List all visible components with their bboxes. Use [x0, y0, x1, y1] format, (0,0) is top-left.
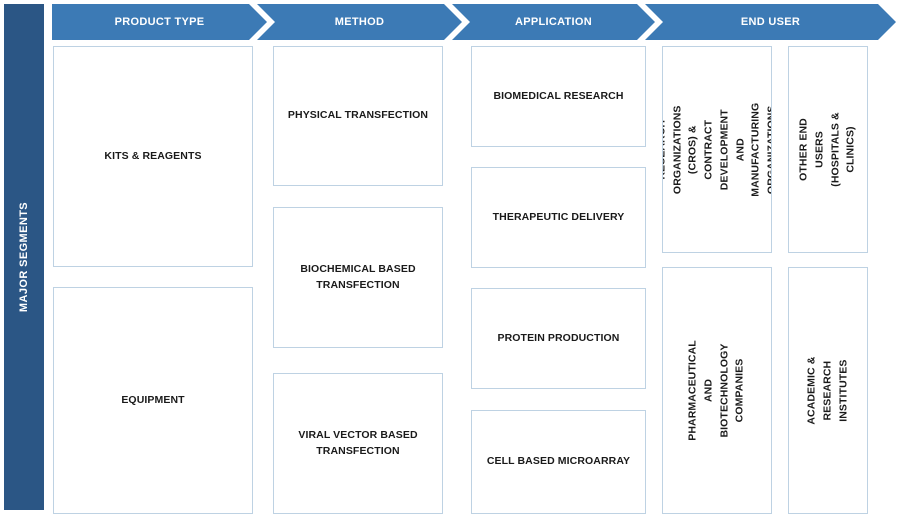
- cell-academic-and-research-institutes[interactable]: ACADEMIC & RESEARCH INSTITUTES: [788, 267, 868, 514]
- cell-label: VIRAL VECTOR BASED TRANSFECTION: [298, 429, 418, 457]
- cell-pharmaceutical-and-biotechnology-companies[interactable]: PHARMACEUTICAL AND BIOTECHNOLOGY COMPANI…: [662, 267, 772, 514]
- cell-label: CELL BASED MICROARRAY: [486, 455, 631, 468]
- stage-label-method: METHOD: [334, 16, 385, 28]
- cell-cros-and-cdmos[interactable]: CONTRACT RESEARCH ORGANIZATIONS (CROS) &…: [662, 46, 772, 253]
- major-segments-band: MAJOR SEGMENTS: [4, 4, 44, 510]
- cell-label: OTHER END USERS (HOSPITALS & CLINICS): [797, 112, 857, 187]
- cell-viral-vector-based-transfection[interactable]: VIRAL VECTOR BASED TRANSFECTION: [273, 373, 443, 514]
- cell-therapeutic-delivery[interactable]: THERAPEUTIC DELIVERY: [471, 167, 646, 268]
- cell-label: CONTRACT RESEARCH ORGANIZATIONS (CROS) &…: [662, 102, 772, 197]
- cell-label: PHYSICAL TRANSFECTION: [287, 109, 429, 122]
- stage-label-end-user: END USER: [740, 16, 801, 28]
- cell-biomedical-research[interactable]: BIOMEDICAL RESEARCH: [471, 46, 646, 147]
- cell-label: ACADEMIC & RESEARCH INSTITUTES: [805, 356, 849, 425]
- major-segments-label: MAJOR SEGMENTS: [18, 201, 30, 313]
- stage-chevron-application[interactable]: APPLICATION: [452, 4, 655, 40]
- cell-label: PHARMACEUTICAL AND BIOTECHNOLOGY COMPANI…: [686, 340, 746, 441]
- stage-chevron-end-user[interactable]: END USER: [645, 4, 896, 40]
- stage-label-application: APPLICATION: [514, 16, 593, 28]
- cell-label: EQUIPMENT: [121, 393, 185, 406]
- cell-kits-and-reagents[interactable]: KITS & REAGENTS: [53, 46, 253, 267]
- cell-equipment[interactable]: EQUIPMENT: [53, 287, 253, 514]
- cell-label: BIOCHEMICAL BASED TRANSFECTION: [300, 263, 416, 291]
- stage-header-row: PRODUCT TYPE METHOD APPLICATION END USER: [52, 4, 896, 40]
- stage-chevron-method[interactable]: METHOD: [257, 4, 462, 40]
- cell-cell-based-microarray[interactable]: CELL BASED MICROARRAY: [471, 410, 646, 514]
- cell-label: PROTEIN PRODUCTION: [497, 331, 620, 344]
- cell-biochemical-based-transfection[interactable]: BIOCHEMICAL BASED TRANSFECTION: [273, 207, 443, 348]
- stage-label-product-type: PRODUCT TYPE: [114, 16, 205, 28]
- cell-other-end-users[interactable]: OTHER END USERS (HOSPITALS & CLINICS): [788, 46, 868, 253]
- cell-protein-production[interactable]: PROTEIN PRODUCTION: [471, 288, 646, 389]
- cell-label: THERAPEUTIC DELIVERY: [492, 210, 625, 223]
- stage-chevron-product-type[interactable]: PRODUCT TYPE: [52, 4, 267, 40]
- cell-label: KITS & REAGENTS: [104, 149, 202, 162]
- cell-label: BIOMEDICAL RESEARCH: [493, 89, 624, 102]
- cell-physical-transfection[interactable]: PHYSICAL TRANSFECTION: [273, 46, 443, 186]
